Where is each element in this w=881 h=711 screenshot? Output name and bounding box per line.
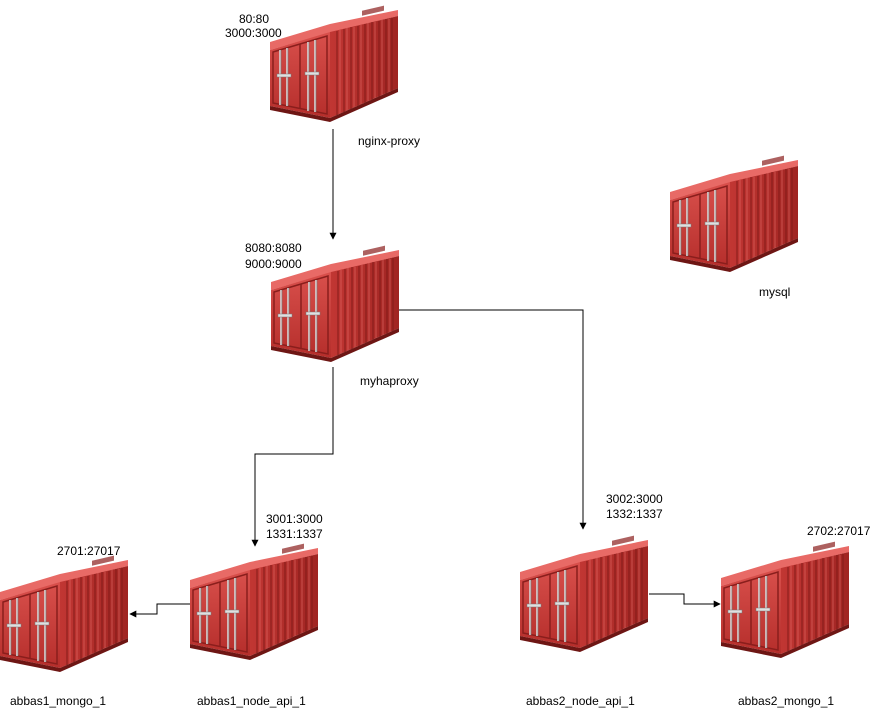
port-mapping: 3001:3000 — [266, 512, 323, 526]
docker-container-icon — [669, 154, 799, 273]
container-name: abbas1_mongo_1 — [10, 694, 106, 708]
docker-container-icon — [0, 554, 129, 673]
port-mapping: 2702:27017 — [807, 524, 871, 538]
edge-api2-to-mongo2 — [649, 593, 721, 608]
port-mapping: 3002:3000 — [606, 492, 663, 506]
port-mapping: 3000:3000 — [225, 26, 282, 40]
container-mysql[interactable]: mysql — [669, 154, 799, 299]
container-name: abbas2_node_api_1 — [526, 694, 635, 708]
docker-container-icon — [519, 534, 649, 653]
edge-api1-to-mongo1 — [129, 603, 190, 618]
container-name: nginx-proxy — [358, 134, 420, 148]
container-abbas2-mongo[interactable]: 2702:27017 abbas2_mongo_1 — [720, 524, 871, 708]
container-abbas2-node-api[interactable]: 3002:3000 1332:1337 abbas2_node_api_1 — [519, 492, 663, 708]
edge-haproxy-to-api1 — [251, 367, 334, 547]
port-mapping: 1332:1337 — [606, 507, 663, 521]
port-mapping: 2701:27017 — [57, 544, 121, 558]
container-abbas1-mongo[interactable]: 2701:27017 abbas1_mongo_1 — [0, 544, 129, 708]
connectors — [129, 129, 721, 618]
container-name: abbas2_mongo_1 — [738, 694, 834, 708]
docker-container-icon — [269, 4, 399, 123]
docker-container-icon — [189, 542, 319, 661]
docker-container-icon — [720, 540, 850, 659]
container-name: abbas1_node_api_1 — [197, 694, 306, 708]
container-myhaproxy[interactable]: 8080:8080 9000:9000 myhaproxy — [245, 241, 419, 388]
port-mapping: 80:80 — [239, 12, 269, 26]
container-name: myhaproxy — [360, 374, 419, 388]
container-nginx-proxy[interactable]: 80:80 3000:3000 nginx-proxy — [225, 4, 420, 148]
container-abbas1-node-api[interactable]: 3001:3000 1331:1337 abbas1_node_api_1 — [189, 512, 323, 708]
container-name: mysql — [759, 285, 790, 299]
edge-haproxy-to-api2 — [399, 309, 587, 530]
port-mapping: 8080:8080 — [245, 241, 302, 255]
port-mapping: 1331:1337 — [266, 527, 323, 541]
port-mapping: 9000:9000 — [245, 257, 302, 271]
